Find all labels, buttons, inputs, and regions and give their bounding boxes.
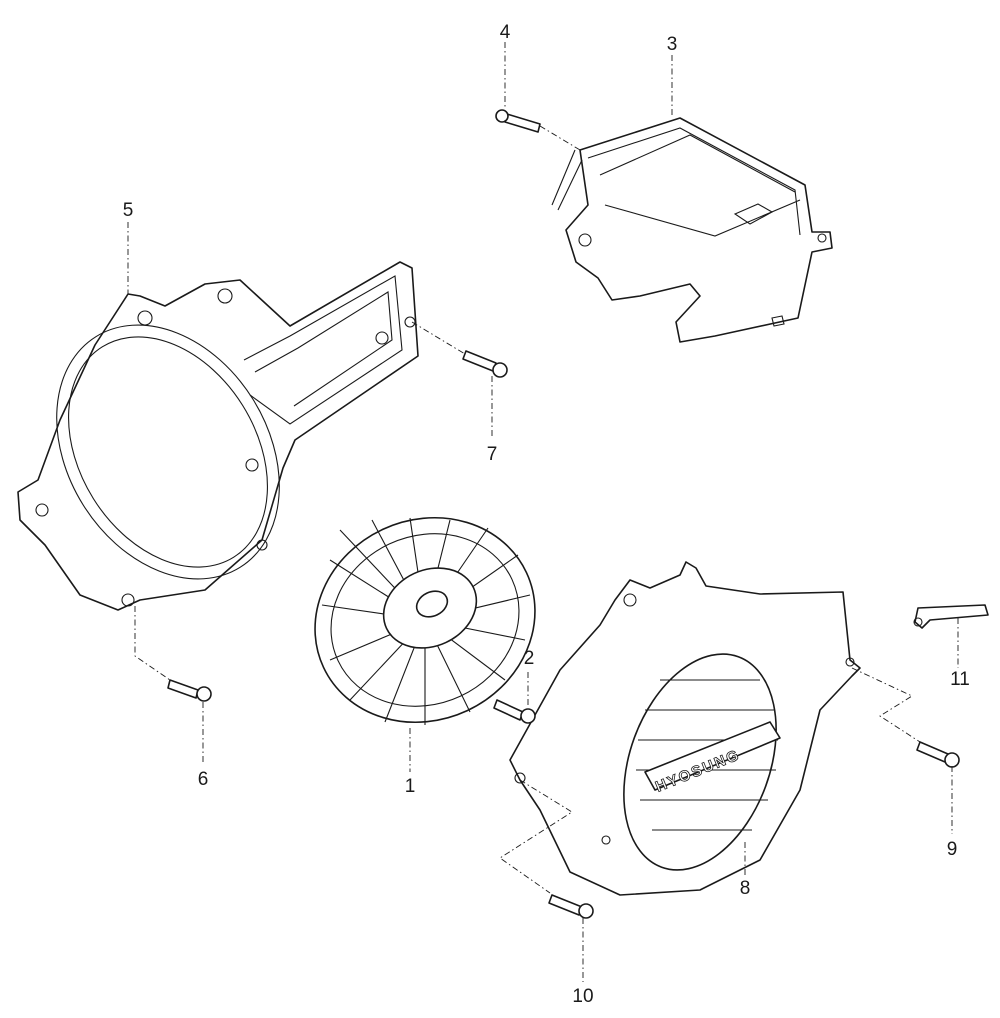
callout-2: 2 <box>524 648 535 669</box>
part-8-front-cover: HYOSUNG <box>509 561 861 896</box>
callout-8: 8 <box>740 878 751 899</box>
callout-11: 11 <box>950 669 970 690</box>
callout-9: 9 <box>947 839 958 860</box>
callout-10: 10 <box>572 986 593 1007</box>
part-9-screw <box>916 741 960 768</box>
assembly-leader-lines <box>127 42 959 982</box>
callout-6: 6 <box>198 769 209 790</box>
callout-7: 7 <box>487 444 498 465</box>
callout-labels: 1 2 3 4 5 6 7 8 9 10 11 <box>123 22 970 1007</box>
part-2-screw <box>493 699 536 724</box>
callout-3: 3 <box>667 34 678 55</box>
part-1-cooling-fan <box>314 516 536 725</box>
callout-1: 1 <box>405 776 416 797</box>
part-3-shroud-cover <box>551 117 833 343</box>
part-6-screw <box>167 679 212 702</box>
part-7-screw <box>462 350 508 378</box>
part-11-clamp <box>913 604 989 629</box>
part-4-screw <box>495 109 541 133</box>
part-10-screw <box>548 894 594 919</box>
part-5-rear-housing <box>17 261 419 611</box>
callout-4: 4 <box>500 22 511 43</box>
callout-5: 5 <box>123 200 134 221</box>
